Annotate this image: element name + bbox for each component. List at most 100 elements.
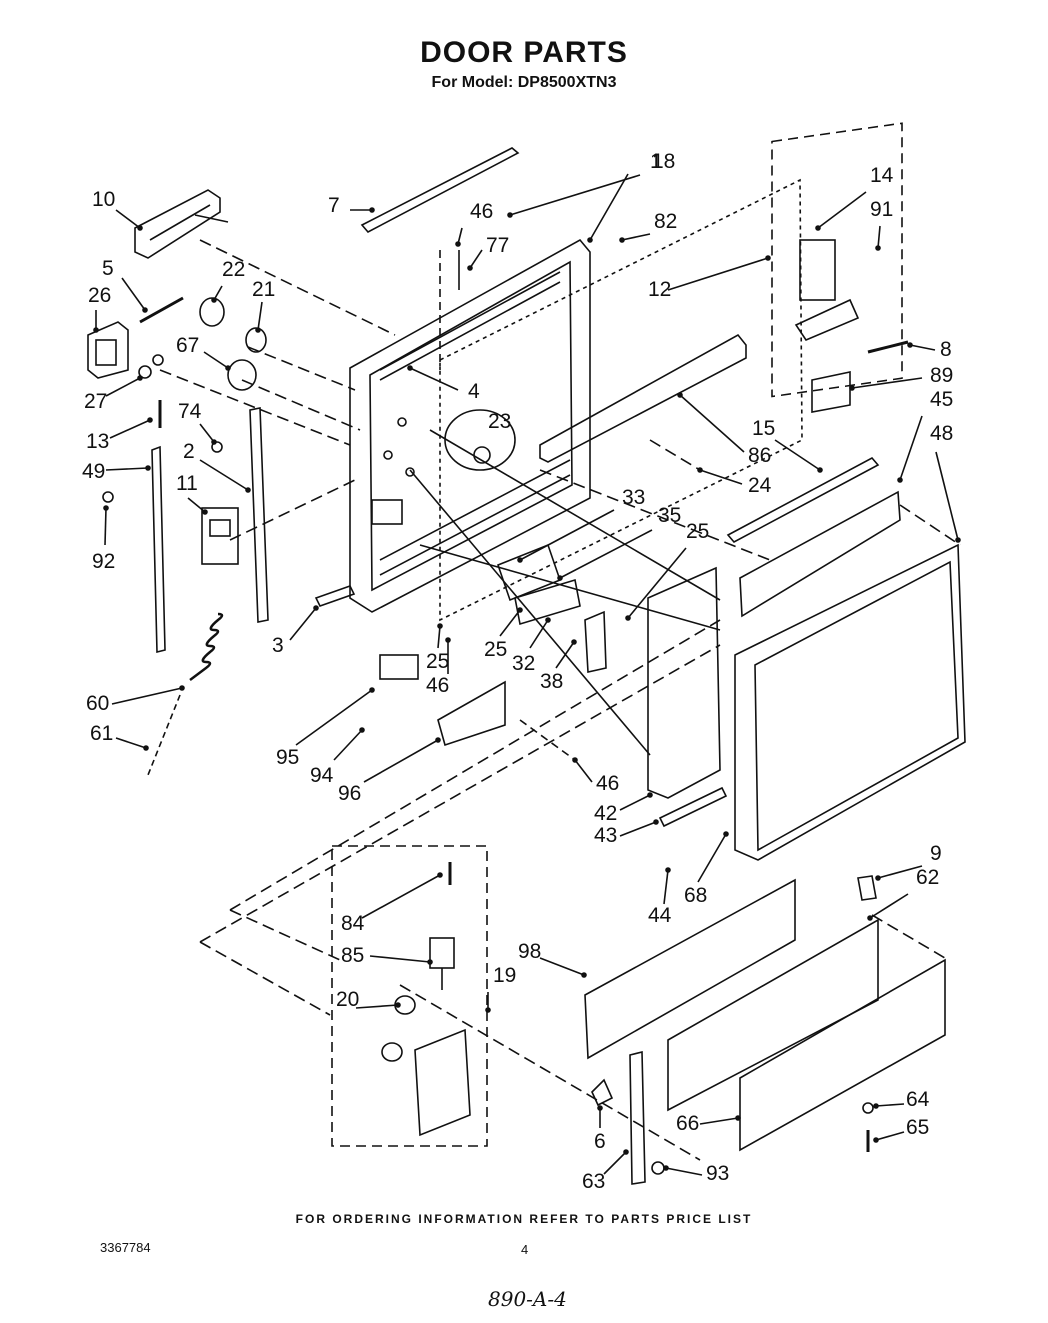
callout-label-14: 14: [870, 164, 894, 187]
door-parts-drawing: [87, 122, 966, 1185]
callout-leader-98: [539, 957, 585, 976]
callout-arrow-68: [723, 831, 729, 837]
callout-label-8: 8: [940, 338, 952, 361]
callout-arrow-65: [873, 1137, 879, 1143]
callout-arrow-25: [517, 607, 523, 613]
callout-arrow-33: [517, 557, 523, 563]
callout-arrow-19: [485, 1007, 491, 1013]
callout-arrow-15: [817, 467, 823, 473]
callout-label-13: 13: [86, 430, 109, 453]
callout-arrow-35: [557, 575, 563, 581]
callout-arrow-66: [735, 1115, 741, 1121]
callout-arrow-46: [572, 757, 578, 763]
callout-leader-33: [519, 509, 615, 561]
callout-arrow-32: [545, 617, 551, 623]
part-base-panel: [739, 958, 946, 1152]
callout-label-86: 86: [748, 444, 771, 467]
callout-label-68: 68: [684, 884, 707, 907]
callout-leader-44: [663, 869, 669, 905]
callout-leader-94: [333, 729, 363, 761]
callout-arrow-91: [875, 245, 881, 251]
ordering-information-note: FOR ORDERING INFORMATION REFER TO PARTS …: [295, 1212, 753, 1226]
callout-leader-1: [589, 173, 629, 241]
callout-leader-60: [111, 687, 183, 705]
part-knob: [199, 297, 225, 327]
callout-leader-61: [115, 737, 147, 749]
callout-label-6: 6: [594, 1130, 606, 1153]
callout-label-95: 95: [276, 746, 299, 769]
callout-label-67: 67: [176, 334, 199, 357]
part-hinge-group: [771, 122, 903, 398]
callout-leader-77: [469, 249, 483, 269]
callout-arrow-46: [455, 241, 461, 247]
part-rail: [539, 333, 747, 463]
callout-leader-18: [509, 174, 641, 216]
callout-label-7: 7: [328, 194, 340, 217]
callout-label-25: 25: [686, 520, 709, 543]
callout-leader-lines: [93, 173, 961, 1176]
callout-label-92: 92: [92, 550, 115, 573]
part-latch-group: [331, 845, 488, 1147]
document-number: 3367784: [100, 1240, 151, 1255]
callout-leader-24: [699, 469, 743, 485]
callout-arrow-4: [407, 365, 413, 371]
callout-leader-14: [817, 191, 867, 229]
callout-arrow-11: [202, 509, 208, 515]
callout-leader-32: [529, 619, 549, 649]
callout-leader-20: [355, 1004, 399, 1009]
callout-arrow-60: [179, 685, 185, 691]
callout-arrow-49: [145, 465, 151, 471]
callout-label-38: 38: [540, 670, 563, 693]
part-cable: [147, 694, 181, 776]
callout-arrow-6: [597, 1105, 603, 1111]
callout-arrow-44: [665, 867, 671, 873]
callout-leader-27: [105, 377, 141, 397]
callout-arrow-25: [625, 615, 631, 621]
callout-arrow-67: [225, 365, 231, 371]
callout-leader-95: [295, 689, 373, 746]
callout-label-32: 32: [512, 652, 535, 675]
callout-leader-46: [574, 759, 593, 783]
callout-label-20: 20: [336, 988, 359, 1011]
callout-label-61: 61: [90, 722, 113, 745]
part-spring: [189, 612, 224, 681]
callout-leader-10: [115, 209, 141, 229]
callout-label-1: 1: [650, 150, 662, 173]
callout-labels: 1234567891011121314151819202122232425252…: [82, 150, 953, 1193]
callout-arrow-14: [815, 225, 821, 231]
callout-leader-5: [121, 277, 146, 311]
part-rod: [139, 296, 184, 324]
callout-arrow-89: [849, 385, 855, 391]
callout-arrow-22: [211, 297, 217, 303]
callout-leader-42: [619, 794, 651, 811]
callout-arrow-85: [427, 959, 433, 965]
part-door-liner: [439, 178, 803, 622]
callout-label-35: 35: [658, 504, 681, 527]
callout-leader-65: [875, 1131, 905, 1141]
callout-label-91: 91: [870, 198, 893, 221]
callout-label-85: 85: [341, 944, 364, 967]
callout-arrow-48: [955, 537, 961, 543]
callout-label-10: 10: [92, 188, 115, 211]
callout-leader-68: [697, 833, 727, 883]
callout-arrow-82: [619, 237, 625, 243]
callout-label-22: 22: [222, 258, 245, 281]
callout-leader-35: [559, 529, 653, 579]
callout-leader-85: [369, 955, 431, 963]
callout-arrow-77: [467, 265, 473, 271]
callout-arrow-20: [395, 1002, 401, 1008]
page-title: DOOR PARTS: [420, 36, 628, 69]
callout-label-27: 27: [84, 390, 107, 413]
callout-label-77: 77: [486, 234, 509, 257]
callout-arrow-5: [142, 307, 148, 313]
callout-label-42: 42: [594, 802, 617, 825]
callout-label-25: 25: [426, 650, 449, 673]
callout-label-89: 89: [930, 364, 953, 387]
part-insulation: [647, 566, 721, 799]
callout-arrow-13: [147, 417, 153, 423]
callout-leader-21: [257, 301, 263, 331]
callout-label-46: 46: [596, 772, 619, 795]
callout-leader-48: [935, 451, 959, 541]
callout-label-23: 23: [488, 410, 511, 433]
